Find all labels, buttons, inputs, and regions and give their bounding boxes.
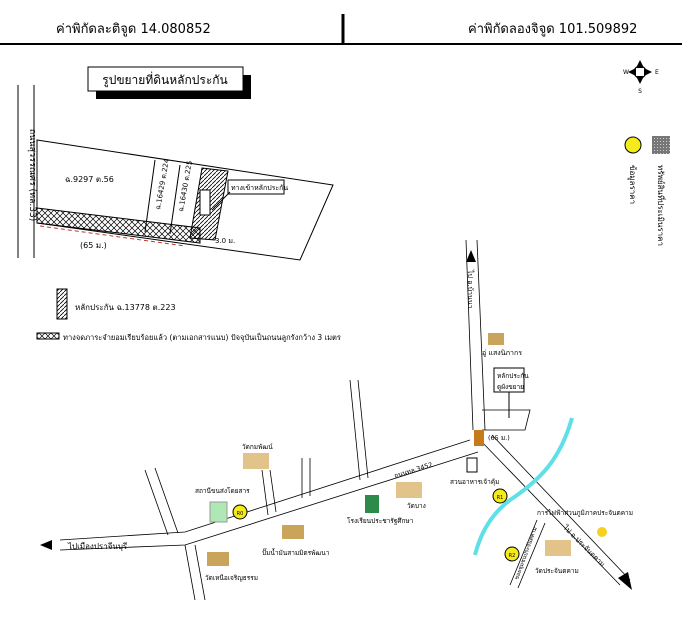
svg-text:S: S bbox=[638, 88, 642, 95]
station-label: สถานีขนส่งโดยสาร bbox=[195, 487, 250, 495]
price-data-legend-icon bbox=[624, 136, 642, 154]
easement-legend-swatch bbox=[36, 332, 60, 340]
svg-text:R0: R0 bbox=[237, 511, 244, 517]
southeast-arrow-icon bbox=[618, 572, 632, 590]
svg-text:หลักประกัน: หลักประกัน bbox=[497, 372, 529, 380]
compass-icon: S W E bbox=[623, 60, 659, 95]
gas-station-icon bbox=[282, 525, 304, 539]
garage-icon bbox=[488, 333, 504, 345]
temple-icon bbox=[545, 540, 571, 556]
collateral-legend-swatch bbox=[56, 288, 68, 320]
svg-text:W: W bbox=[623, 69, 629, 76]
distance-arrow bbox=[39, 225, 186, 247]
road-network bbox=[59, 239, 631, 601]
property-legend-icon bbox=[652, 136, 670, 154]
north-arrow-icon bbox=[466, 250, 476, 262]
collateral-legend-label: หลักประกัน ฉ.13778 ต.223 bbox=[75, 303, 176, 312]
shrine-icon bbox=[474, 430, 484, 446]
easement-legend-label: ทางจดภาระจำยอมเรียบร้อยแล้ว (ตามเอกสารแน… bbox=[63, 332, 341, 342]
temple-label: วัดบาง bbox=[407, 502, 426, 510]
river bbox=[473, 417, 574, 556]
price-data-legend-label: ข้อมูลราคา bbox=[627, 165, 637, 204]
svg-text:R2: R2 bbox=[509, 553, 516, 559]
longitude-label: ค่าพิกัดลองจิจูด 101.509892 bbox=[468, 22, 638, 37]
price-marker bbox=[232, 504, 248, 520]
temple-label: วัดเหนือเจริญธรรม bbox=[205, 574, 258, 582]
inset-title-box: รูปขยายที่ดินหลักประกัน bbox=[87, 66, 251, 99]
road-north-label: ไป อ.บ้านนา bbox=[466, 269, 475, 309]
restaurant-label: สวนอาหารเจ้าคุ้ม bbox=[450, 478, 499, 486]
price-marker bbox=[504, 546, 520, 562]
parcel-label: ฉ.9297 ต.56 bbox=[65, 175, 114, 184]
map-distance-label: (65 ม.) bbox=[488, 434, 510, 442]
collateral-box bbox=[493, 367, 525, 393]
electricity-label: การไฟฟ้าส่วนภูมิภาคประจันตคาม bbox=[537, 509, 633, 517]
distance-label: (65 ม.) bbox=[80, 241, 107, 250]
temple-icon bbox=[243, 453, 269, 469]
school-icon bbox=[365, 495, 379, 513]
temple-icon bbox=[207, 552, 229, 566]
school-label: โรงเรียนประชารัฐศึกษา bbox=[347, 517, 414, 525]
inset-title: รูปขยายที่ดินหลักประกัน bbox=[102, 71, 227, 88]
entrance-label: ทางเข้าหลักประกัน bbox=[231, 184, 288, 192]
property-legend-label: ทรัพย์สินที่ประเมินราคา bbox=[656, 165, 667, 246]
main-road-label: ถนนสุวรรณศร (ทล.33) bbox=[27, 129, 37, 222]
latitude-label: ค่าพิกัดละติจูด 14.080852 bbox=[56, 22, 211, 37]
temple-label: วัดกมพัฒน์ bbox=[242, 443, 273, 451]
easement-strip bbox=[36, 207, 201, 244]
garage-label: อู่ แสงนิภากร bbox=[482, 349, 522, 357]
temple-icon bbox=[396, 482, 422, 498]
west-arrow-icon bbox=[40, 540, 52, 550]
temple-label: วัดประจันตคาม bbox=[535, 567, 579, 575]
electricity-icon bbox=[597, 527, 607, 537]
svg-text:R1: R1 bbox=[497, 495, 504, 501]
svg-text:E: E bbox=[655, 69, 659, 76]
to-prachinburi-label: ไปเมืองปราจีนบุรี bbox=[67, 542, 128, 551]
highway-label: ถนนทล.3452 bbox=[393, 461, 433, 480]
width-label: 3.0 ม. bbox=[215, 237, 235, 245]
price-marker bbox=[492, 488, 508, 504]
station-icon bbox=[209, 501, 228, 523]
svg-text:ดูผังขยาย: ดูผังขยาย bbox=[497, 383, 524, 391]
gas-station-label: ปั๊มน้ำมันสามมิตรพัฒนา bbox=[262, 548, 330, 557]
restaurant-icon bbox=[466, 457, 478, 473]
